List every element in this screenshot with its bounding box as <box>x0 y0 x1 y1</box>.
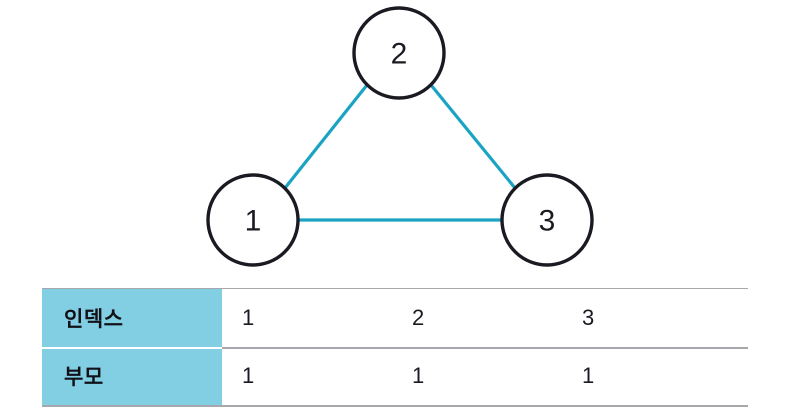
cell-parent-1: 1 <box>222 347 392 405</box>
cell-index-1: 1 <box>222 289 392 347</box>
row-header-parent: 부모 <box>42 347 222 405</box>
node-2-label: 2 <box>391 38 408 71</box>
node-3-circle <box>500 173 594 267</box>
graph-edges <box>283 83 517 222</box>
graph-node-3: 3 <box>500 173 594 267</box>
edge-1-2 <box>283 83 369 190</box>
node-3-label: 3 <box>539 205 556 238</box>
node-1-circle <box>206 173 300 267</box>
table-row-parent: 부모 1 1 1 <box>42 347 748 405</box>
graph-figure: 1 2 3 <box>206 6 594 267</box>
graph-node-1: 1 <box>206 173 300 267</box>
table-row-index: 인덱스 1 2 3 <box>42 289 748 347</box>
node-1-label: 1 <box>245 205 262 238</box>
table-header-gap <box>42 347 222 349</box>
parent-table: 인덱스 1 2 3 부모 1 1 1 <box>42 289 748 405</box>
graph-node-2: 2 <box>352 6 446 100</box>
graph-canvas: 1 2 3 <box>206 6 594 267</box>
table-bottom-border <box>42 405 748 407</box>
table-middle-border <box>42 347 748 349</box>
node-2-circle <box>352 6 446 100</box>
cell-index-2: 2 <box>392 289 562 347</box>
edge-2-3 <box>429 83 517 190</box>
cell-parent-3: 1 <box>562 347 748 405</box>
row-header-index: 인덱스 <box>42 289 222 347</box>
cell-index-3: 3 <box>562 289 748 347</box>
cell-parent-2: 1 <box>392 347 562 405</box>
